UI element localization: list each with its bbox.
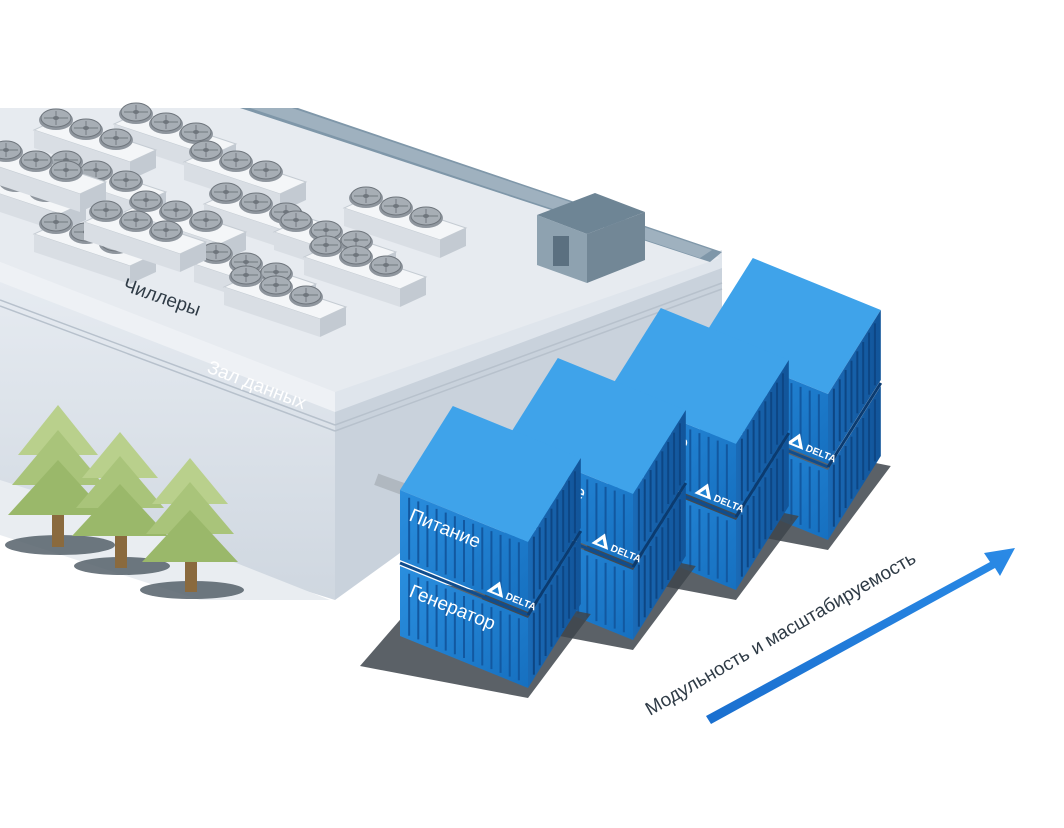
fan-unit-icon [82,200,208,272]
roof-parapet-front [0,262,335,412]
fan-unit-icon [342,186,468,258]
chiller-array [0,102,468,337]
trees [0,405,330,600]
arrow-right-icon [706,548,1015,724]
roof-access-box [537,193,645,283]
fan-unit-icon [222,265,348,337]
tree-icon [140,458,244,599]
fan-unit-icon [0,140,108,212]
power-modules: ПитаниеDELTAПитаниеDELTAПитаниеDELTAПита… [360,258,891,698]
fan-unit-icon [302,235,428,307]
tree-icon [5,405,115,555]
scalability-arrow [706,548,1015,724]
